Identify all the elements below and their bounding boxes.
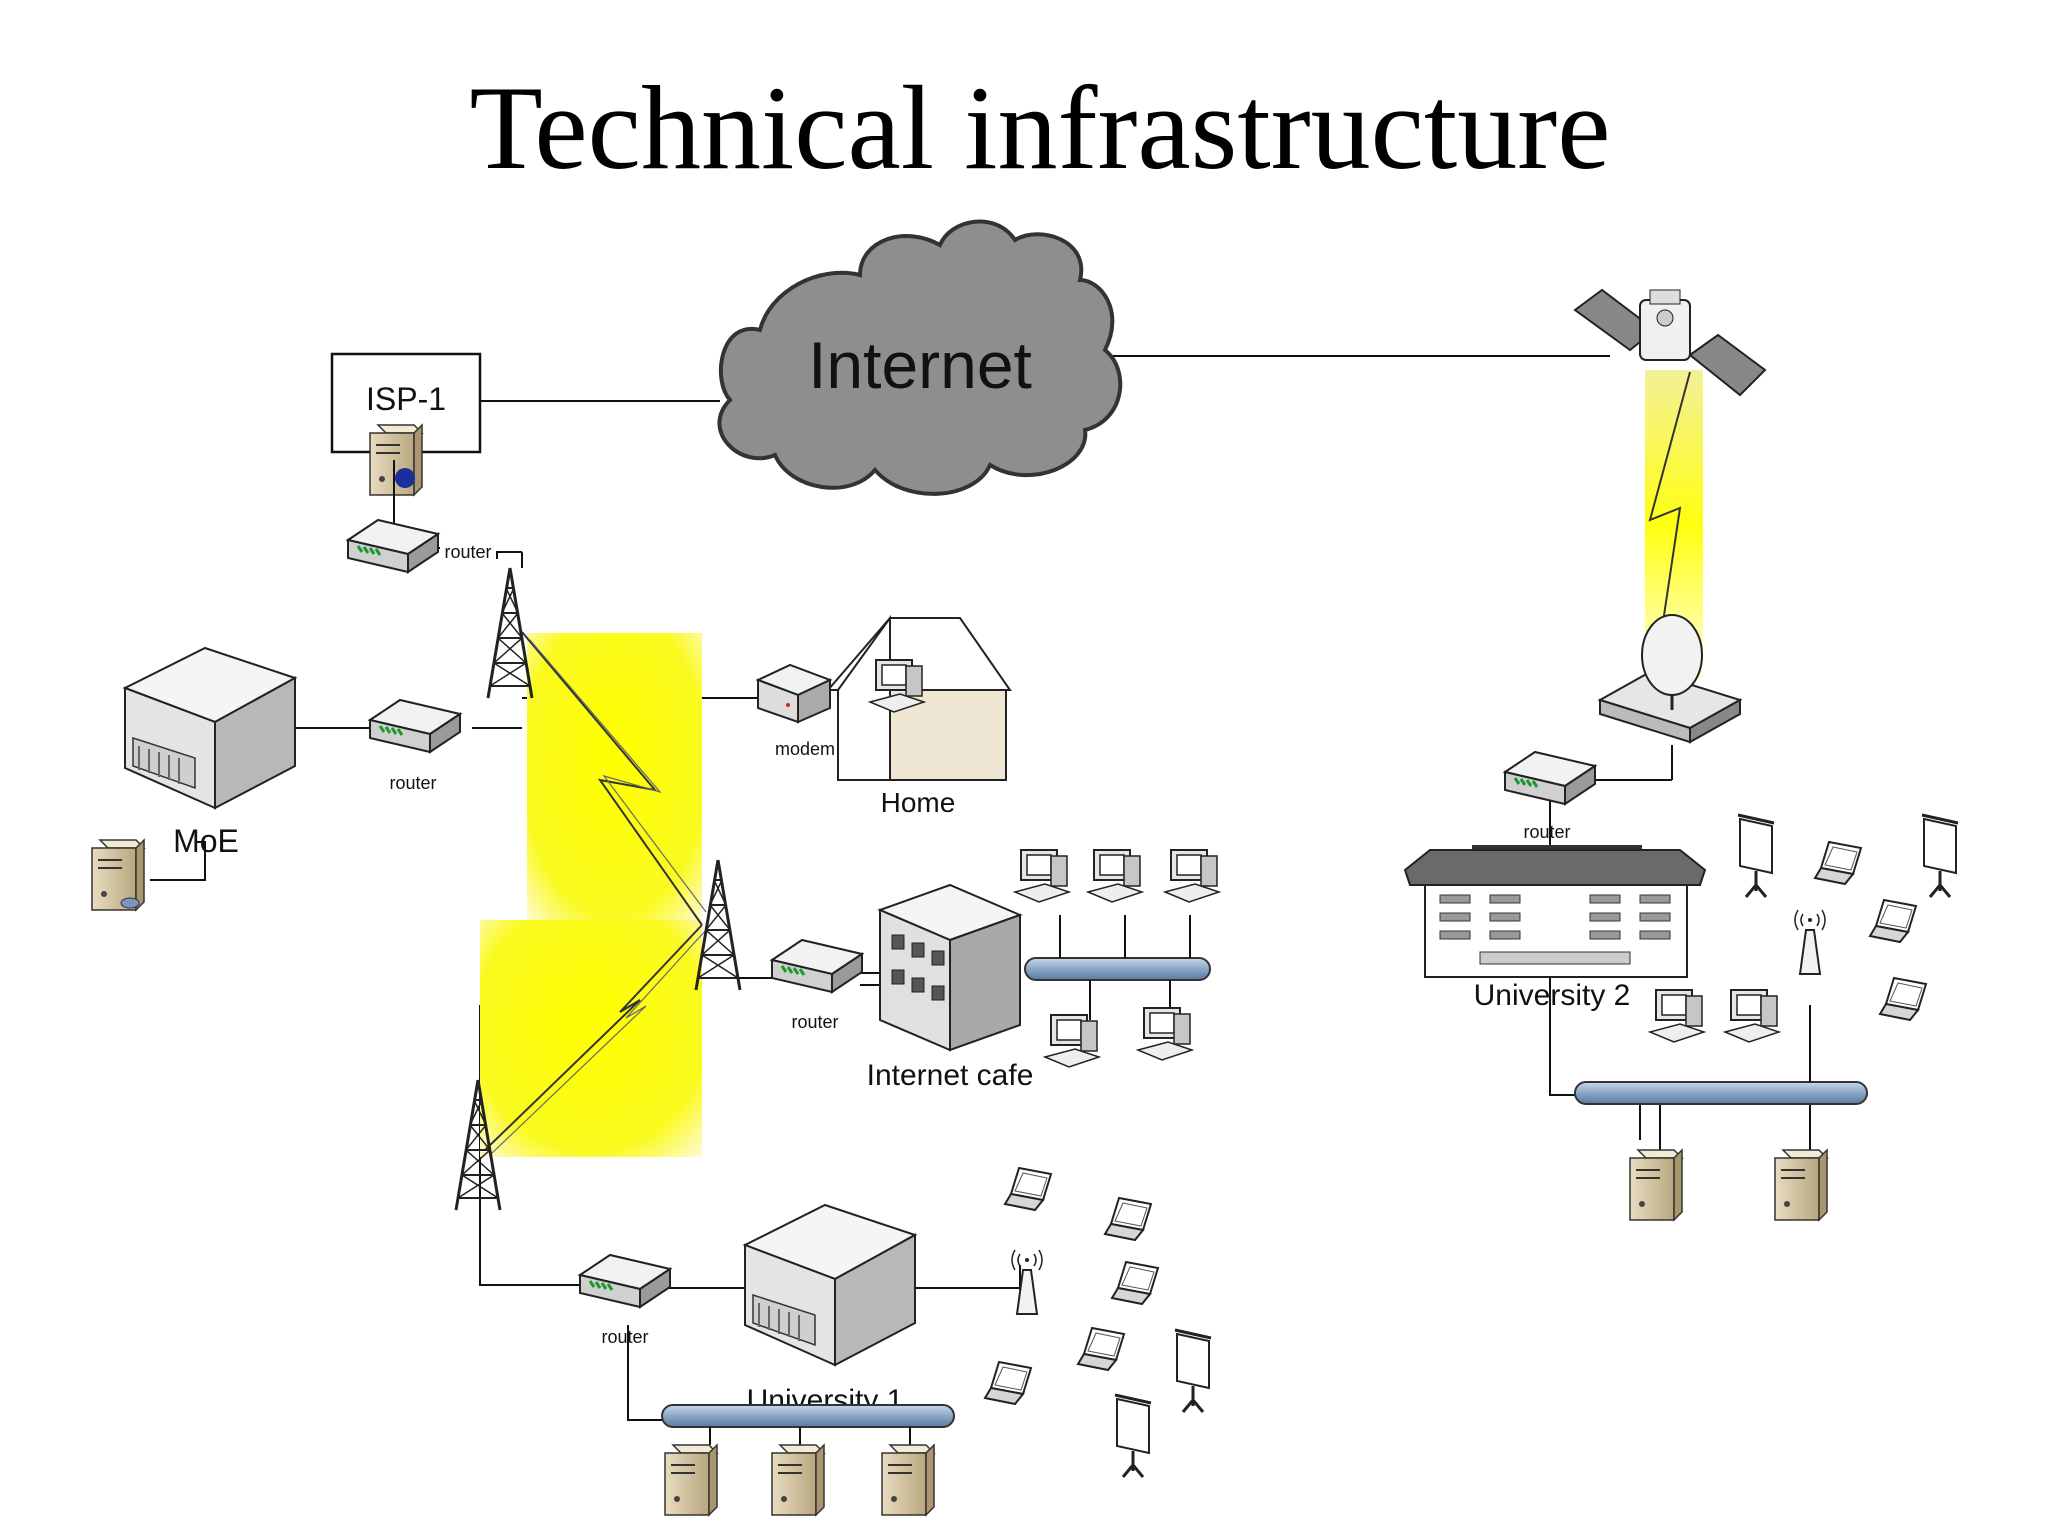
internet-cloud: Internet xyxy=(717,219,1123,496)
home-node: Home xyxy=(825,614,1012,818)
router-uni2-label: router xyxy=(1523,822,1570,842)
uni1-server-icon xyxy=(664,1444,718,1516)
router-icon xyxy=(1503,750,1597,806)
router-icon xyxy=(368,698,462,754)
modem-node: modem xyxy=(755,663,835,759)
projector-screen-icon xyxy=(1113,1393,1153,1479)
university-1-node: University 1 xyxy=(744,1204,916,1417)
home-computer-icon xyxy=(869,659,925,713)
cafe-computer-icon xyxy=(1014,849,1070,903)
wireless-access-point-icon xyxy=(1794,909,1826,975)
laptop-icon xyxy=(1869,899,1917,943)
cafe-computer-icon xyxy=(1137,1007,1193,1061)
globe-icon xyxy=(395,468,415,488)
satellite-icon xyxy=(1573,288,1767,397)
projector-screen-icon xyxy=(1173,1328,1213,1414)
router-isp: router xyxy=(346,460,522,574)
uni2-server-icon xyxy=(1629,1149,1683,1221)
internet-cafe-label: Internet cafe xyxy=(867,1059,1034,1092)
university-1-building-icon xyxy=(744,1204,916,1366)
database-icon xyxy=(120,897,140,909)
uni2-computer-icon xyxy=(1724,989,1780,1043)
cafe-bus xyxy=(1024,915,1211,1020)
laptop-icon xyxy=(1077,1327,1125,1371)
uni2-server-icon xyxy=(1774,1149,1828,1221)
laptop-icon xyxy=(1814,841,1862,885)
cafe-computer-icon xyxy=(1164,849,1220,903)
university-2-label: University 2 xyxy=(1474,979,1631,1012)
router-uni2: router xyxy=(1503,750,1597,842)
cell-tower-middle xyxy=(694,858,742,992)
satellite-dish-icon xyxy=(1597,614,1743,744)
laptop-icon xyxy=(1879,977,1927,1021)
uni1-server-icon xyxy=(881,1444,935,1516)
moe-building-icon xyxy=(124,647,296,809)
cafe-computer-icon xyxy=(1087,849,1143,903)
uni1-server-icon xyxy=(771,1444,825,1516)
isp-server-icon xyxy=(369,424,423,496)
home-label: Home xyxy=(881,787,956,818)
wireless-access-point-icon xyxy=(1011,1249,1043,1315)
laptop-icon xyxy=(1004,1167,1052,1211)
cafe-computer-icon xyxy=(1044,1014,1100,1068)
page-title: Technical infrastructure xyxy=(470,61,1611,194)
uni2-computer-icon xyxy=(1649,989,1705,1043)
cell-tower-top xyxy=(486,566,534,700)
laptop-icon xyxy=(1111,1261,1159,1305)
moe-node: MoE xyxy=(91,647,296,911)
university-2-node: University 2 xyxy=(1403,845,1707,1012)
router-moe-label: router xyxy=(389,773,436,793)
router-moe: router xyxy=(368,698,462,793)
router-icon xyxy=(346,518,440,574)
router-isp-label: router xyxy=(444,542,491,562)
projector-screen-icon xyxy=(1920,813,1960,899)
router-uni1-label: router xyxy=(601,1327,648,1347)
laptop-icon xyxy=(1104,1197,1152,1241)
uni1-bus xyxy=(661,1404,955,1445)
modem-label: modem xyxy=(775,739,835,759)
internet-cafe-node: Internet cafe xyxy=(867,883,1034,1092)
router-uni1: router xyxy=(578,1253,672,1347)
isp-node: ISP-1 xyxy=(330,352,482,496)
isp-label: ISP-1 xyxy=(366,381,446,417)
uni2-bus xyxy=(1574,1005,1868,1105)
router-cafe: router xyxy=(770,938,864,1032)
laptop-icon xyxy=(984,1361,1032,1405)
router-icon xyxy=(578,1253,672,1309)
router-icon xyxy=(770,938,864,994)
wireless-beam-left xyxy=(480,631,707,1157)
projector-screen-icon xyxy=(1736,813,1776,899)
internet-label: Internet xyxy=(808,328,1032,402)
router-cafe-label: router xyxy=(791,1012,838,1032)
